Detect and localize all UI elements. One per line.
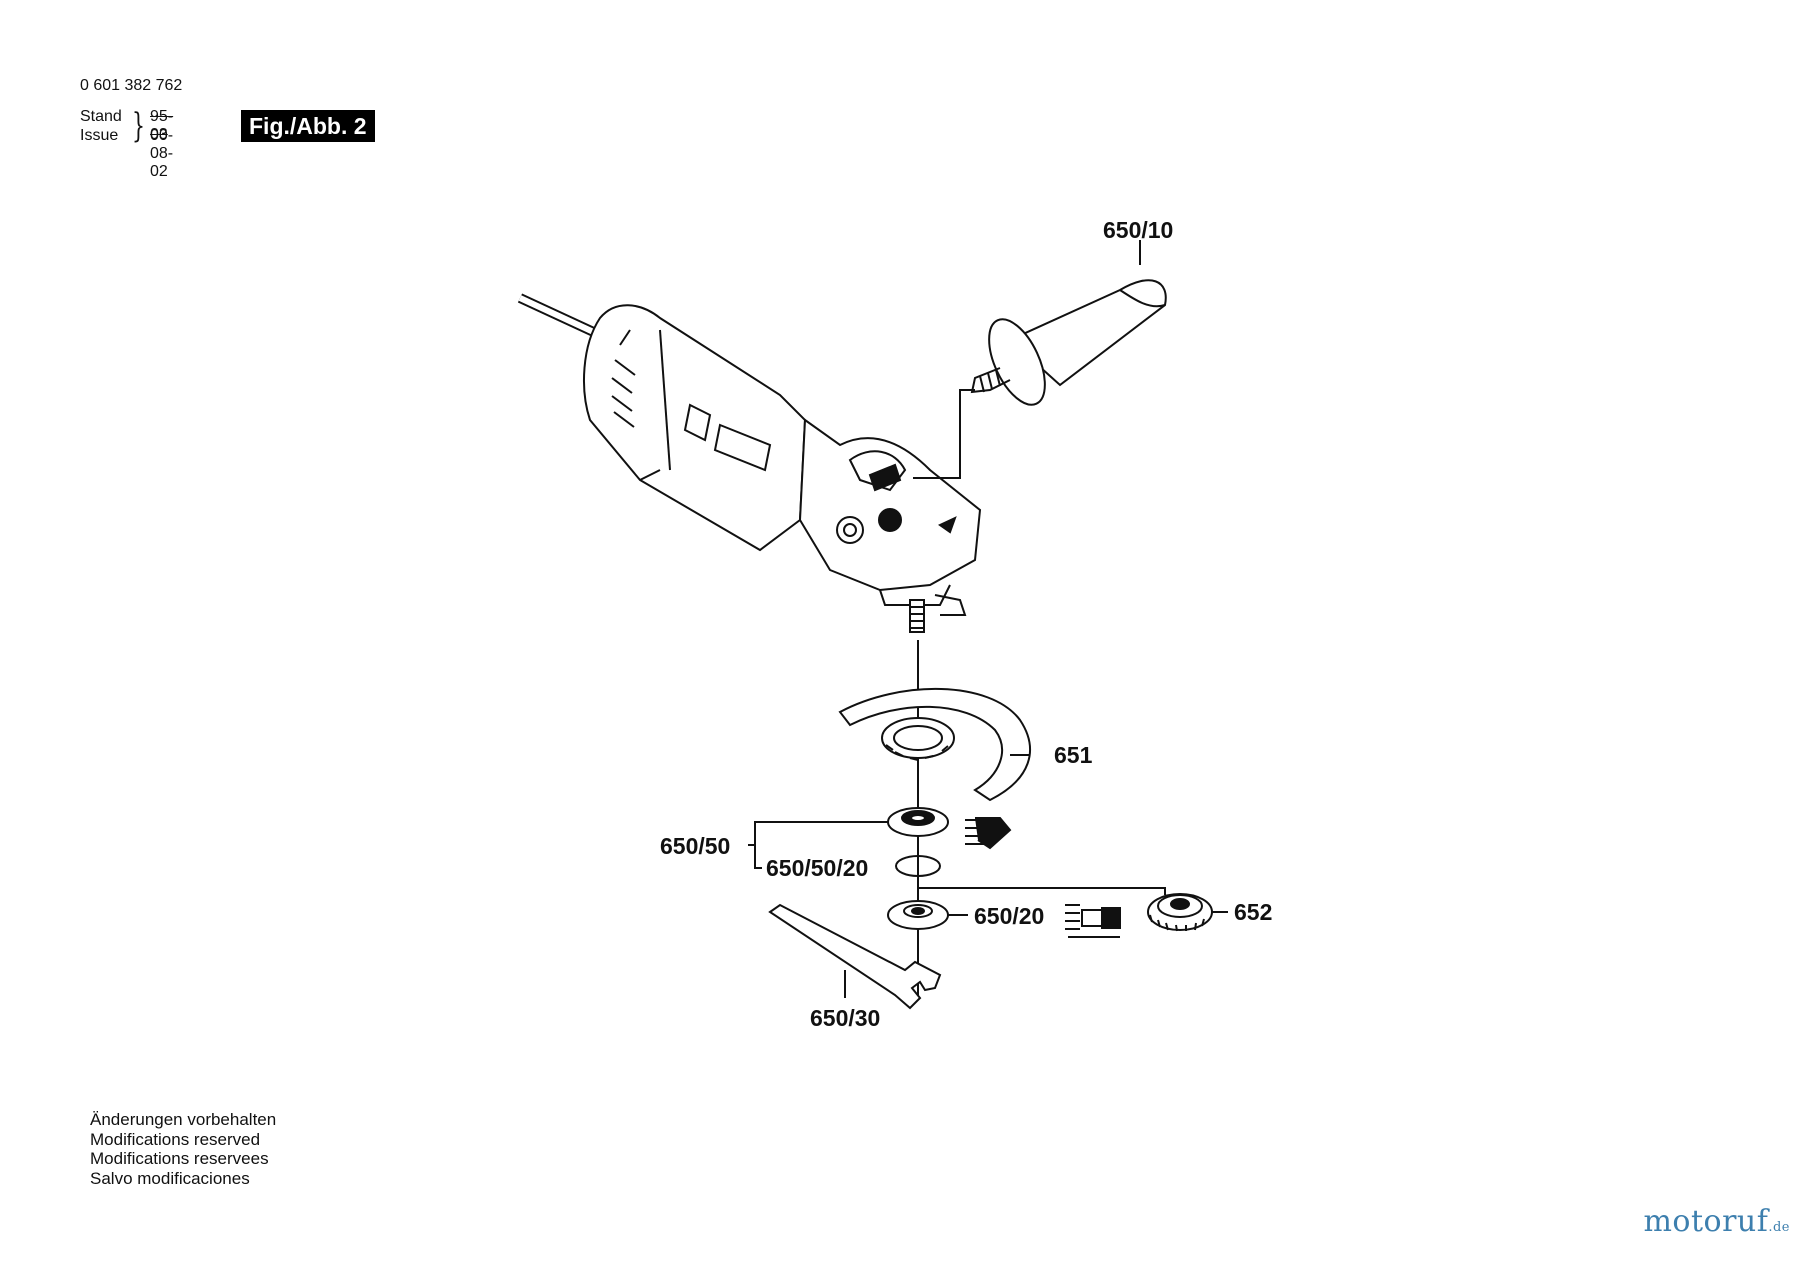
disclaimer-line: Modifications reservees [90,1149,269,1168]
wheel-guard [838,687,1031,802]
stand-issue-block: Stand Issue } 95-03 00-08-02 [80,108,173,180]
disclaimer: Änderungen vorbehalten Modifications res… [90,1110,276,1188]
watermark-text: motoruf [1643,1204,1769,1239]
watermark-logo: motoruf.de [1643,1204,1790,1239]
issue-label: Issue [80,127,119,144]
o-ring [895,855,941,877]
two-pin-spanner [768,903,942,1010]
disclaimer-line: Modifications reserved [90,1129,261,1149]
callout-handle: 650/10 [1103,217,1173,243]
auxiliary-handle [970,279,1167,406]
callout-labels: 650/10 651 650/50 650/50/20 650/20 652 6… [660,217,1272,1031]
figure-label: Fig./Abb. 2 [241,110,375,142]
power-cord [517,293,603,340]
callout-flange-set: 650/50 [660,833,730,859]
stand-date: 95-03 [150,108,174,143]
handle-leader [913,240,1141,479]
issue-date: 00-08-02 [150,127,174,180]
tool-symbol-icon-2 [1065,904,1121,938]
brace-glyph: } [132,106,145,146]
callout-o-ring: 650/50/20 [766,855,868,881]
stand-label: Stand [80,108,122,125]
disclaimer-line: Änderungen vorbehalten [90,1110,277,1129]
callout-quick-nut: 652 [1234,899,1272,925]
dates-column: 95-03 00-08-02 [150,108,174,180]
grinder-body [583,304,807,552]
part-number: 0 601 382 762 [80,77,183,94]
clamping-nut [887,900,949,930]
quick-clamping-nut [918,887,1213,932]
callout-clamping-nut: 650/20 [974,903,1044,929]
spindle [909,599,925,633]
tool-symbol-icon [965,817,1012,850]
callout-spanner: 650/30 [810,1005,880,1031]
disclaimer-line: Salvo modificaciones [90,1168,250,1188]
callout-leaders [748,754,1228,998]
gear-head [798,418,982,616]
watermark-suffix: .de [1768,1220,1790,1235]
flange [887,807,949,837]
callout-guard: 651 [1054,742,1093,768]
